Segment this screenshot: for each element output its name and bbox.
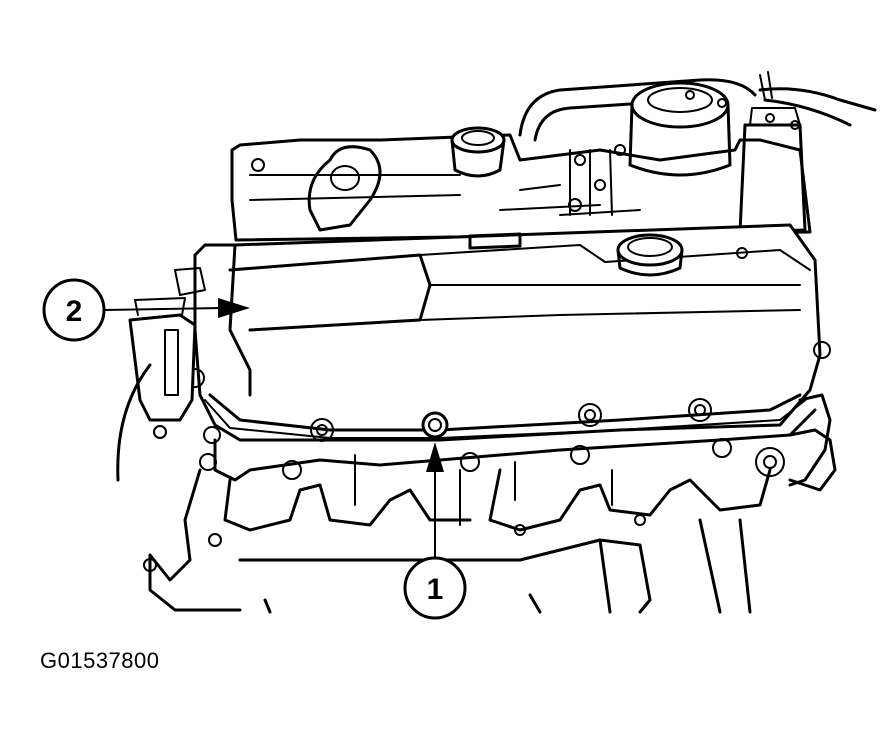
callout-2: 2 <box>42 278 250 342</box>
coil-connector <box>116 267 206 482</box>
valve-cover <box>185 223 831 442</box>
callout-1: 1 <box>403 442 467 620</box>
callout-1-arrowhead <box>426 442 444 472</box>
figure-id: G01537800 <box>40 648 160 673</box>
engine-block <box>230 71 877 242</box>
exhaust-manifold <box>143 393 837 614</box>
callout-2-label: 2 <box>66 295 83 328</box>
callout-2-arrowhead <box>218 298 250 318</box>
callout-1-label: 1 <box>427 573 444 606</box>
valve-cover-bolt <box>421 411 449 439</box>
